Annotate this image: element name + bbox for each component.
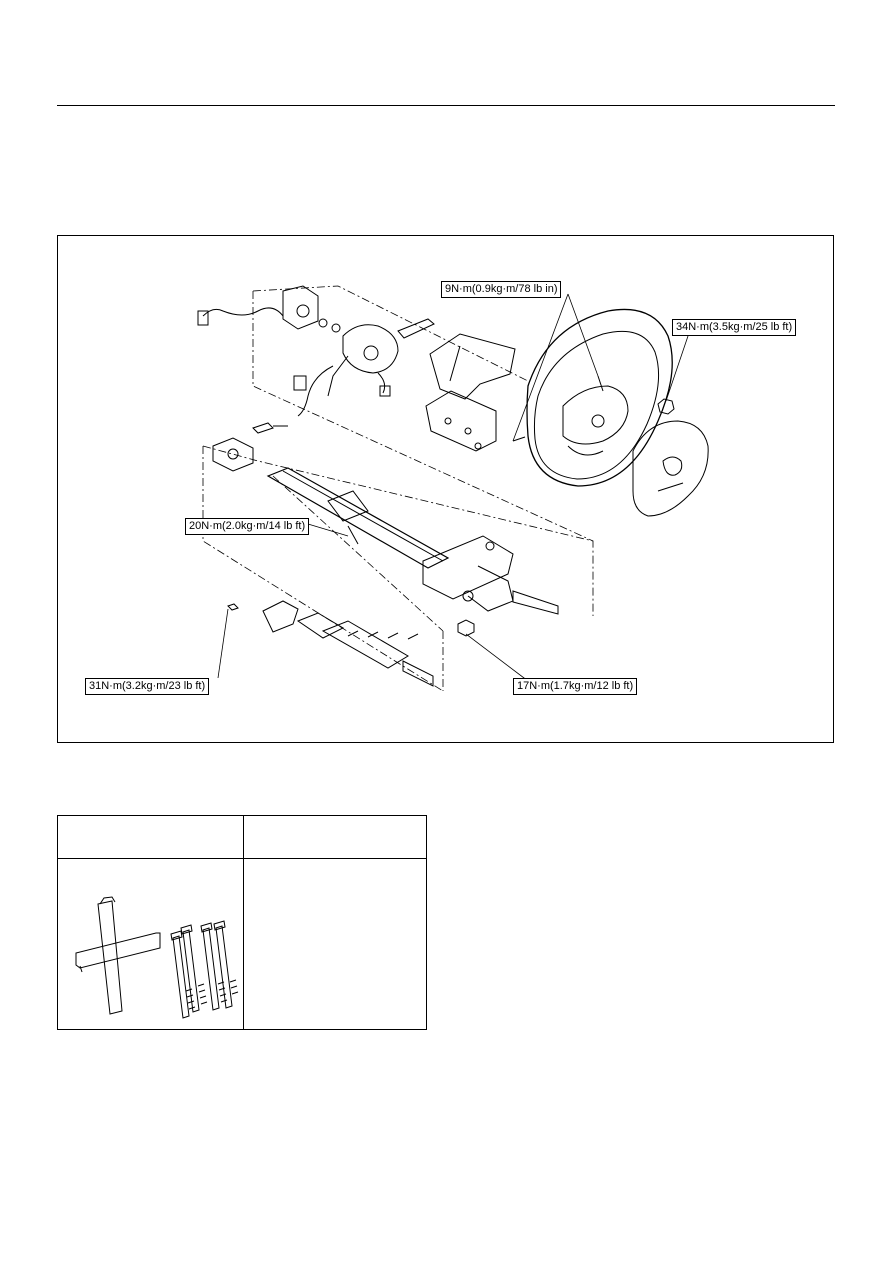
mounting-plate (212, 422, 288, 472)
special-tools-table (57, 815, 427, 1030)
table-header-divider (58, 858, 426, 859)
torque-callout-steering-wheel-bolt: 9N·m(0.9kg·m/78 lb in) (441, 281, 562, 298)
steering-wheel-nut (657, 398, 675, 415)
intermediate-shaft (227, 600, 434, 687)
torque-callout-column-mount-bolt: 20N·m(2.0kg·m/14 lb ft) (185, 518, 310, 535)
header-rule (57, 105, 835, 106)
callout-leaders (217, 293, 689, 682)
steering-column-exploded-view: 9N·m(0.9kg·m/78 lb in) 34N·m(3.5kg·m/25 … (57, 235, 834, 743)
column-lower-nut (457, 619, 475, 637)
steering-wheel-puller-icon (75, 896, 239, 1019)
airbag-module (632, 420, 709, 517)
torque-callout-column-lower-nut: 17N·m(1.7kg·m/12 lb ft) (513, 678, 638, 695)
steering-wheel (512, 308, 673, 487)
exploded-view-drawing (197, 285, 709, 692)
multifunction-switch (197, 285, 435, 417)
torque-callout-joint-bolt: 31N·m(3.2kg·m/23 lb ft) (85, 678, 210, 695)
torque-callout-steering-wheel-nut: 34N·m(3.5kg·m/25 lb ft) (672, 319, 797, 336)
assembly-guide-lines (202, 285, 594, 692)
table-column-divider (243, 816, 244, 1029)
steering-column (266, 467, 559, 615)
column-covers (425, 333, 516, 452)
